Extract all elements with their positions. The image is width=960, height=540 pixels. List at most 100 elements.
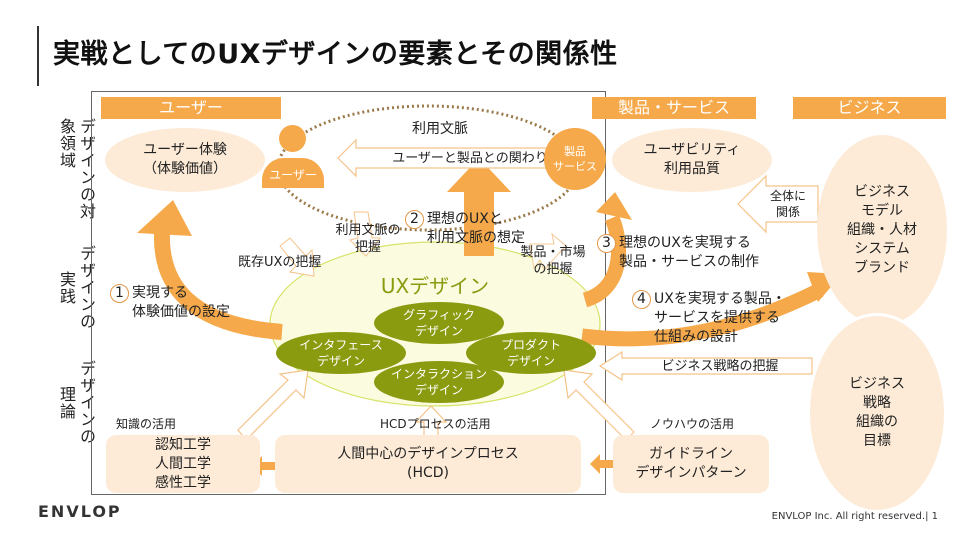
step4-curved-arrow — [581, 283, 824, 347]
context-arrow-label: ユーザーと製品との関わり — [392, 151, 548, 166]
footer-copyright: ENVLOP Inc. All right reserved.| 1 — [771, 511, 938, 522]
interface-design-ellipse: インタフェースデザイン — [276, 332, 406, 374]
header-business: ビジネス — [793, 97, 946, 119]
step-1-line1: 実現する — [132, 285, 188, 301]
business-strategy-ellipse: ビジネス 戦略 組織の 目標 — [807, 313, 947, 513]
product-service-icon: 製品 サービス — [544, 128, 606, 190]
step-2-line2: 利用文脈の想定 — [427, 230, 525, 246]
step1-curved-arrow — [153, 231, 283, 340]
business-strategy-line: ビジネス — [849, 376, 905, 392]
knowhow-item: デザインパターン — [635, 465, 747, 481]
business-model-line: ビジネス — [854, 183, 910, 200]
context-grasp-line1: 利用文脈の — [335, 223, 401, 238]
graphic-design-line1: グラフィック — [403, 308, 475, 322]
hcd-box: 人間中心のデザインプロセス (HCD) — [275, 435, 581, 493]
step-1-number: 1 — [110, 284, 129, 303]
business-model-line: 組織・人材 — [847, 221, 917, 238]
product-icon-line1: 製品 — [564, 145, 586, 158]
business-model-line: システム — [854, 240, 910, 257]
step-4-line1: UXを実現する製品・ — [654, 291, 786, 307]
interaction-design-ellipse: インタラクションデザイン — [374, 361, 504, 403]
user-experience-line2: （体験価値） — [143, 161, 227, 177]
hcd-box-line1: 人間中心のデザインプロセス — [337, 446, 519, 462]
usability-bubble: ユーザビリティ 利用品質 — [612, 128, 772, 192]
user-experience-line1: ユーザー体験 — [143, 142, 227, 158]
graphic-design-ellipse: グラフィックデザイン — [374, 302, 504, 344]
relation-arrow — [737, 174, 819, 234]
business-strategy-line: 戦略 — [863, 395, 891, 411]
step-2-line1: 理想のUXと — [427, 211, 503, 227]
market-grasp-label: 製品・市場 の把握 — [518, 244, 588, 278]
header-product-service: 製品・サービス — [592, 97, 756, 119]
step-3-line2: 製品・サービスの制作 — [619, 254, 759, 270]
market-input-arrow — [529, 232, 567, 271]
interface-design-line2: デザイン — [316, 354, 365, 368]
business-model-line: ブランド — [854, 259, 910, 276]
knowledge-box: 認知工学 人間工学 感性工学 — [106, 435, 260, 493]
title-accent-bar — [37, 26, 39, 86]
step3-curved-arrow — [582, 215, 626, 308]
step-1-line2: 体験価値の設定 — [132, 304, 230, 320]
side-label-practice-line2: 実践 — [57, 271, 76, 305]
knowhow-item: ガイドライン — [649, 446, 733, 462]
ux-design-title: UXデザイン — [380, 274, 490, 298]
user-icon: ユーザー — [262, 125, 324, 189]
knowledge-item: 人間工学 — [155, 455, 211, 472]
user-icon-label: ユーザー — [262, 158, 324, 188]
product-design-line1: プロダクト — [500, 338, 561, 352]
header-user: ユーザー — [101, 97, 281, 119]
step-2-number: 2 — [405, 210, 424, 229]
knowledge-item: 感性工学 — [155, 474, 211, 491]
knowhow-to-ux-arrow — [563, 369, 635, 441]
knowhow-use-label: ノウハウの活用 — [650, 417, 735, 431]
business-strategy-line: 組織の — [856, 414, 898, 430]
interaction-design-line1: インタラクション — [390, 367, 487, 381]
business-strategy-arrow — [598, 350, 813, 382]
usability-line2: 利用品質 — [663, 161, 720, 177]
step-4-line3: 仕組みの設計 — [654, 329, 738, 345]
user-experience-bubble: ユーザー体験 （体験価値） — [105, 128, 265, 192]
market-grasp-line2: の把握 — [533, 262, 573, 277]
footer-logo: ENVLOP — [38, 502, 122, 521]
interface-design-line1: インタフェース — [299, 338, 383, 352]
relation-line2: 関係 — [775, 205, 800, 219]
existing-ux-input-arrow — [279, 237, 315, 277]
knowledge-to-ux-arrow — [237, 369, 309, 441]
step-3-line1: 理想のUXを実現する — [619, 235, 751, 251]
product-design-line2: デザイン — [506, 354, 555, 368]
step-3-number: 3 — [597, 234, 616, 253]
business-strategy-arrow-label: ビジネス戦略の把握 — [661, 359, 779, 374]
knowledge-item: 認知工学 — [155, 436, 211, 453]
hcd-box-line2: (HCD) — [406, 465, 449, 481]
business-strategy-line: 目標 — [863, 433, 891, 449]
step1-arrowhead — [137, 200, 192, 236]
step-4-line2: サービスを提供する — [654, 310, 780, 326]
hcd-use-label: HCDプロセスの活用 — [380, 417, 491, 431]
context-input-arrow — [349, 211, 382, 257]
step-4-number: 4 — [632, 290, 651, 309]
side-label-theory-line2: 理論 — [57, 386, 76, 420]
context-grasp-label: 利用文脈の 把握 — [328, 222, 408, 256]
context-title: 利用文脈 — [412, 121, 468, 137]
product-icon-line2: サービス — [553, 160, 597, 173]
business-model-line: モデル — [861, 202, 903, 219]
relation-arrow-label: 全体に 関係 — [764, 188, 812, 220]
knowledge-use-label: 知識の活用 — [116, 417, 177, 431]
graphic-design-line2: デザイン — [414, 324, 463, 338]
usability-line1: ユーザビリティ — [643, 142, 741, 158]
existing-ux-label: 既存UXの把握 — [238, 255, 322, 270]
business-model-ellipse: ビジネス モデル 組織・人材 システム ブランド — [817, 135, 947, 325]
user-icon-head — [279, 125, 306, 152]
relation-line1: 全体に — [769, 189, 806, 203]
interaction-design-line2: デザイン — [414, 383, 463, 397]
product-design-ellipse: プロダクトデザイン — [466, 332, 596, 374]
step2-arrowhead — [447, 158, 511, 192]
step3-arrowhead — [596, 192, 632, 220]
context-grasp-line2: 把握 — [354, 240, 381, 255]
market-grasp-line1: 製品・市場 — [520, 245, 586, 260]
step2-arrow-shaft — [464, 190, 494, 256]
